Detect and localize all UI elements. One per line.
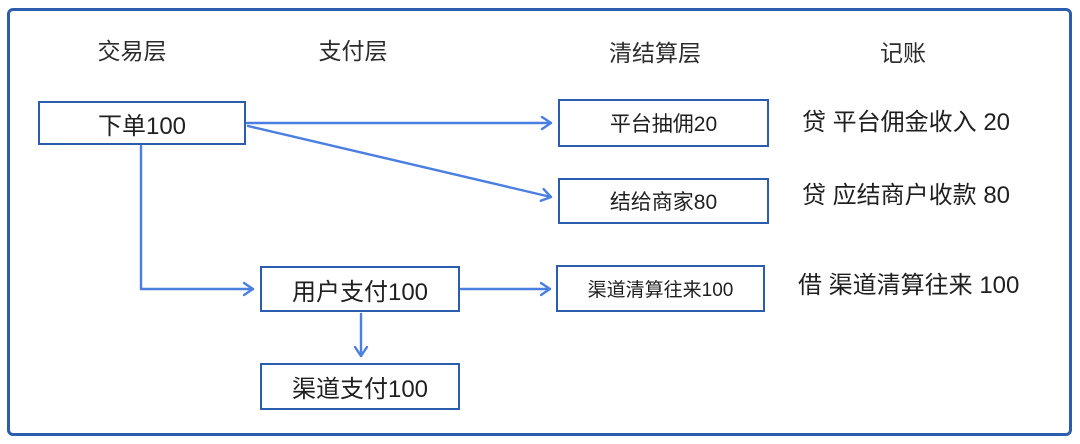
node-order-label: 下单100: [97, 112, 187, 140]
ledger-entry-platform-commission: 贷 平台佣金收入 20: [802, 109, 1011, 136]
node-settle-merchant-label: 结给商家80: [609, 191, 718, 214]
node-platform-commission: 平台抽佣20: [558, 99, 769, 147]
node-user-pay: 用户支付100: [260, 266, 460, 312]
node-channel-pay-label: 渠道支付100: [291, 376, 429, 403]
node-user-pay-label: 用户支付100: [291, 278, 429, 306]
column-header-payment-layer: 支付层: [318, 38, 388, 64]
node-settle-merchant: 结给商家80: [558, 178, 769, 224]
ledger-entry-merchant-receivable: 贷 应结商户收款 80: [802, 182, 1011, 209]
diagram-frame: [7, 8, 1072, 436]
column-header-bookkeeping: 记账: [880, 40, 926, 66]
ledger-entry-channel-clearing: 借 渠道清算往来 100: [798, 272, 1020, 299]
node-channel-clearing: 渠道清算往来100: [556, 265, 765, 312]
column-header-clearing-settlement-layer: 清结算层: [609, 40, 701, 66]
node-order: 下单100: [38, 101, 246, 145]
node-channel-clearing-label: 渠道清算往来100: [587, 280, 734, 301]
node-channel-pay: 渠道支付100: [260, 363, 460, 410]
node-platform-commission-label: 平台抽佣20: [609, 113, 718, 136]
column-header-transaction-layer: 交易层: [97, 38, 167, 64]
